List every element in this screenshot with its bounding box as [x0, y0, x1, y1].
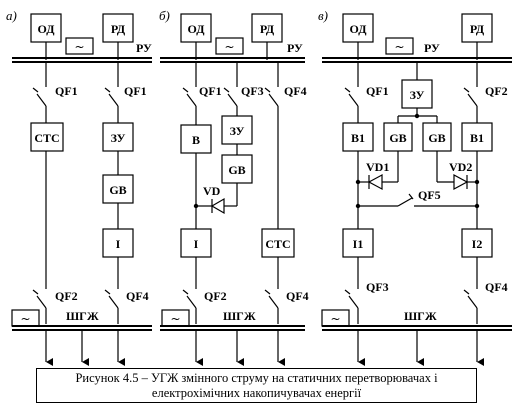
inverter-box-a	[102, 228, 134, 258]
rectifier-box-c-1	[342, 122, 374, 152]
ac-symbol-a-bottom: ~	[20, 312, 30, 326]
inverter-label-a: I	[116, 237, 121, 251]
shgzh-label-b: ШГЖ	[223, 309, 256, 323]
sts-label-b: СТС	[265, 237, 290, 251]
ac-symbol-box-a	[65, 37, 94, 55]
zu-label-a: ЗУ	[111, 131, 126, 145]
zu-label-b: ЗУ	[230, 124, 245, 138]
qf1-label-c: QF1	[366, 84, 389, 98]
caption-line-2: електрохімічних накопичувачах енергії	[151, 386, 362, 400]
qf3-label-c: QF3	[366, 280, 389, 294]
qf1-label-a-left: QF1	[55, 84, 78, 98]
ac-symbol-c: ~	[394, 40, 404, 54]
part-a: а) ОД РД ~ РУ QF1 СТС QF1 ЗУ GB	[6, 8, 152, 366]
gb-label-a: GB	[109, 183, 126, 197]
od-label-b: ОД	[188, 22, 206, 36]
qf4-label-a: QF4	[126, 289, 149, 303]
gb-box-c-2	[422, 122, 452, 152]
gb-label-b: GB	[228, 163, 245, 177]
qf3-label-b: QF3	[241, 84, 264, 98]
inverter-box-c-2	[461, 228, 493, 258]
gb-box-a	[102, 174, 134, 204]
qf2-label-b: QF2	[204, 289, 227, 303]
gb-label-c-2: GB	[428, 131, 445, 145]
zu-box-a	[102, 122, 134, 152]
ac-symbol-c-bottom: ~	[330, 312, 340, 326]
rd-label-a: РД	[111, 22, 126, 36]
rd-label-b: РД	[260, 22, 275, 36]
rectifier-box-b	[180, 124, 212, 154]
gb-label-c-1: GB	[389, 131, 406, 145]
zu-box-c	[401, 79, 433, 109]
qf2-label-a: QF2	[55, 289, 78, 303]
sts-label-a: СТС	[34, 131, 59, 145]
inverter-box-b	[180, 228, 212, 258]
ru-label-b: РУ	[287, 41, 303, 55]
od-box-c	[342, 13, 374, 43]
qf1-label-b: QF1	[199, 84, 222, 98]
od-label-c: ОД	[350, 22, 368, 36]
caption-line-1: Рисунок 4.5 – УГЖ змінного струму на ста…	[75, 371, 438, 385]
rectifier-label-c-1: В1	[351, 131, 365, 145]
ac-symbol-b-bottom: ~	[170, 312, 180, 326]
diode-vd2-icon	[453, 173, 469, 191]
ac-symbol-box-b	[215, 37, 244, 55]
ru-label-a: РУ	[136, 41, 152, 55]
inverter-box-c-1	[342, 228, 374, 258]
diode-vd-icon	[210, 197, 225, 215]
vd2-label: VD2	[449, 160, 472, 174]
vd-label-b: VD	[203, 184, 221, 198]
rectifier-label-b: В	[192, 133, 200, 147]
sts-box-a	[30, 122, 64, 152]
qf4-label-b-top: QF4	[284, 84, 307, 98]
ac-symbol-box-c	[385, 37, 414, 55]
shgzh-label-a: ШГЖ	[66, 309, 99, 323]
figure-caption: Рисунок 4.5 – УГЖ змінного струму на ста…	[36, 368, 477, 403]
gb-box-b	[221, 154, 253, 184]
od-label-a: ОД	[38, 22, 56, 36]
qf4-label-c: QF4	[485, 280, 508, 294]
shgzh-label-c: ШГЖ	[404, 309, 437, 323]
rectifier-label-c-2: В1	[470, 131, 484, 145]
zu-box-b	[221, 115, 253, 145]
vd1-label: VD1	[366, 160, 389, 174]
zu-label-c: ЗУ	[410, 88, 425, 102]
part-a-label: а)	[6, 8, 17, 23]
rd-label-c: РД	[470, 22, 485, 36]
inverter-label-c-1: I1	[353, 237, 364, 251]
rectifier-box-c-2	[461, 122, 493, 152]
diode-vd1-icon	[367, 173, 383, 191]
part-b: б) ОД РД ~ РУ QF1 В I QF3 ЗУ GB	[159, 8, 309, 366]
gb-box-c-1	[383, 122, 413, 152]
inverter-label-b: I	[194, 237, 199, 251]
qf4-label-b-bottom: QF4	[286, 289, 309, 303]
qf5-label: QF5	[418, 188, 441, 202]
od-box-b	[180, 13, 212, 43]
qf2-label-c: QF2	[485, 84, 508, 98]
qf1-label-a-right: QF1	[124, 84, 147, 98]
ac-symbol-a: ~	[74, 40, 84, 54]
ru-label-c: РУ	[424, 41, 440, 55]
part-b-label: б)	[159, 8, 170, 23]
ac-symbol-b: ~	[224, 40, 234, 54]
inverter-label-c-2: I2	[472, 237, 483, 251]
part-c-label: в)	[318, 8, 328, 23]
part-c: в) ОД РД ~ РУ QF1 В1 I1 QF2 В1	[318, 8, 512, 366]
